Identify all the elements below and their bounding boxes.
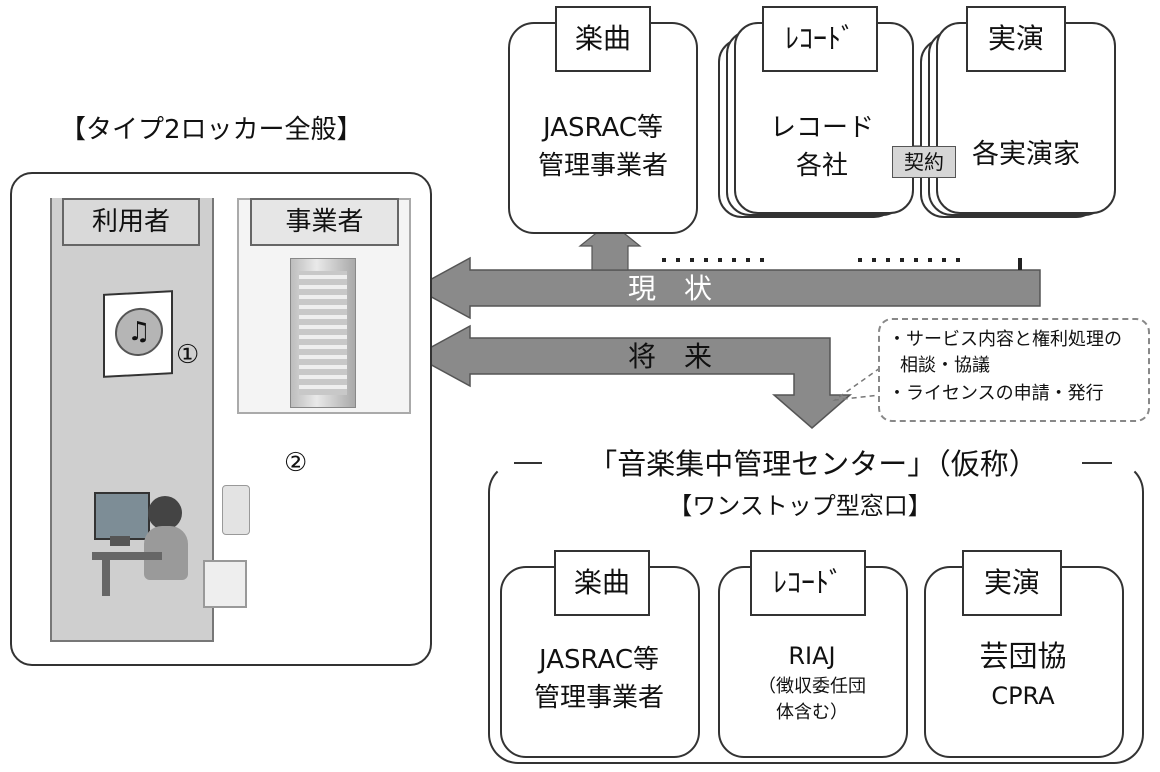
center-record-tab: ﾚｺｰﾄﾞ (750, 550, 866, 616)
contract-label: 契約 (892, 146, 956, 178)
center-record-line1: RIAJ (788, 642, 836, 670)
step2-label: ② (284, 448, 308, 478)
note-pointer (832, 367, 881, 402)
current-record-line2: 各社 (795, 151, 848, 181)
center-panel-top-left (514, 462, 542, 464)
current-record-line1: レコード (769, 113, 874, 143)
current-music-tab: 楽曲 (555, 6, 651, 72)
future-arrow-label: 将 来 (627, 340, 712, 373)
center-record-line2: （徴収委任団 (758, 676, 866, 697)
note-line-2: 相談・協議 (900, 355, 990, 376)
user-computer-icon (92, 490, 192, 600)
note-line-1: ・サービス内容と権利処理の (888, 329, 1122, 350)
current-perf-line1: 各実演家 (972, 139, 1080, 170)
future-arrow (413, 324, 853, 429)
current-arrow-label: 現 状 (627, 272, 712, 305)
center-perf-line1: 芸団協 (979, 639, 1067, 673)
center-music-line1: JASRAC等 (539, 645, 659, 675)
current-music-line1: JASRAC等 (543, 113, 663, 143)
up-arrows (578, 221, 642, 271)
current-record-tab: ﾚｺｰﾄﾞ (762, 6, 878, 72)
note-line-3: ・ライセンスの申請・発行 (888, 383, 1104, 404)
center-panel-top-right (1082, 462, 1112, 464)
user-header: 利用者 (62, 198, 200, 246)
current-perf-tab: 実演 (966, 6, 1066, 72)
notes-callout: ・サービス内容と権利処理の 相談・協議 ・ライセンスの申請・発行 (878, 318, 1150, 422)
operator-header: 事業者 (250, 198, 399, 246)
tablet-device-icon (203, 560, 247, 608)
center-title: 「音楽集中管理センター」（仮称） (588, 447, 1038, 481)
center-music-line2: 管理事業者 (533, 683, 664, 713)
current-arrow (413, 256, 1041, 320)
current-music-line2: 管理事業者 (537, 151, 668, 181)
center-music-tab: 楽曲 (554, 550, 650, 616)
mobile-device-icon (222, 485, 250, 535)
center-record-line3: 体含む） (776, 702, 848, 723)
center-perf-tab: 実演 (962, 550, 1062, 616)
center-music-box (500, 566, 700, 758)
center-subtitle: 【ワンストップ型窓口】 (668, 492, 932, 520)
locker-title: 【タイプ2ロッカー全般】 (60, 115, 363, 145)
center-perf-line2: CPRA (991, 682, 1055, 710)
step1-label: ① (176, 340, 200, 370)
server-icon (290, 258, 356, 408)
music-file-icon: ♫ (103, 290, 173, 378)
